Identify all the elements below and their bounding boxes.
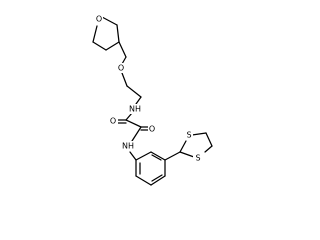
thioacetal-sulfur-upper-label: S: [186, 131, 191, 140]
carbonyl-oxygen-right-label: O: [149, 125, 155, 134]
atom-labels: O O NH O O NH S S: [95, 14, 202, 163]
bond: [135, 151, 152, 161]
bond: [191, 132, 207, 136]
bond: [125, 112, 133, 121]
molecule-structure: O O NH O O NH S S: [92, 14, 213, 186]
dithiolane-ring: [164, 132, 213, 161]
bond: [105, 41, 120, 51]
bond: [204, 145, 213, 153]
bond: [125, 119, 142, 128]
bond: [179, 151, 195, 158]
bond: [129, 151, 137, 161]
bond: [150, 151, 166, 161]
tetrahydrofuran-ring: [92, 16, 120, 51]
ether-oxygen-label: O: [118, 64, 124, 73]
bond: [116, 24, 120, 43]
bond: [92, 41, 107, 51]
bond: [121, 72, 128, 87]
bond: [151, 174, 163, 182]
bond: [92, 25, 98, 43]
bond: [126, 85, 142, 98]
bond: [205, 132, 213, 147]
bond: [150, 175, 166, 186]
bond: [131, 126, 142, 142]
amide-nitrogen-lower-label: NH: [122, 142, 134, 151]
bond: [179, 140, 187, 153]
amide-nitrogen-upper-label: NH: [129, 105, 141, 114]
bond: [135, 96, 142, 105]
bond: [164, 151, 181, 161]
bond: [151, 154, 162, 161]
bond: [121, 56, 127, 65]
bond: [135, 175, 152, 186]
oxalamide-core: [117, 112, 150, 142]
bond: [101, 16, 118, 26]
ether-linker: [118, 41, 142, 105]
benzene-ring: [129, 151, 166, 186]
ring-oxygen-label: O: [96, 15, 102, 24]
bond: [118, 41, 127, 58]
thioacetal-sulfur-lower-label: S: [195, 154, 200, 163]
carbonyl-oxygen-left-label: O: [110, 117, 116, 126]
